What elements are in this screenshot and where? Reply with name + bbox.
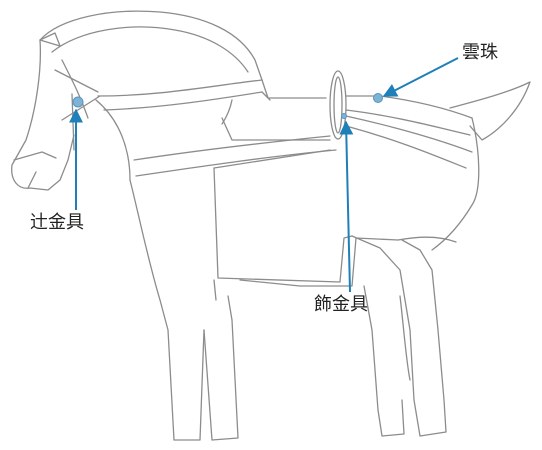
label-unju: 雲珠 bbox=[462, 42, 498, 63]
tsujikanagu-fitting bbox=[72, 96, 84, 108]
label-tsujikanagu: 辻金具 bbox=[30, 212, 84, 233]
arrow-kazarikanagu bbox=[339, 120, 354, 293]
arrow-unju bbox=[382, 57, 459, 97]
unju-fitting bbox=[373, 93, 383, 103]
kazarikanagu-fitting bbox=[341, 113, 347, 119]
horse-outline bbox=[11, 10, 531, 441]
callout-arrows bbox=[69, 57, 459, 293]
label-kazarikanagu: 飾金具 bbox=[314, 294, 368, 315]
metal-fittings bbox=[72, 93, 383, 119]
